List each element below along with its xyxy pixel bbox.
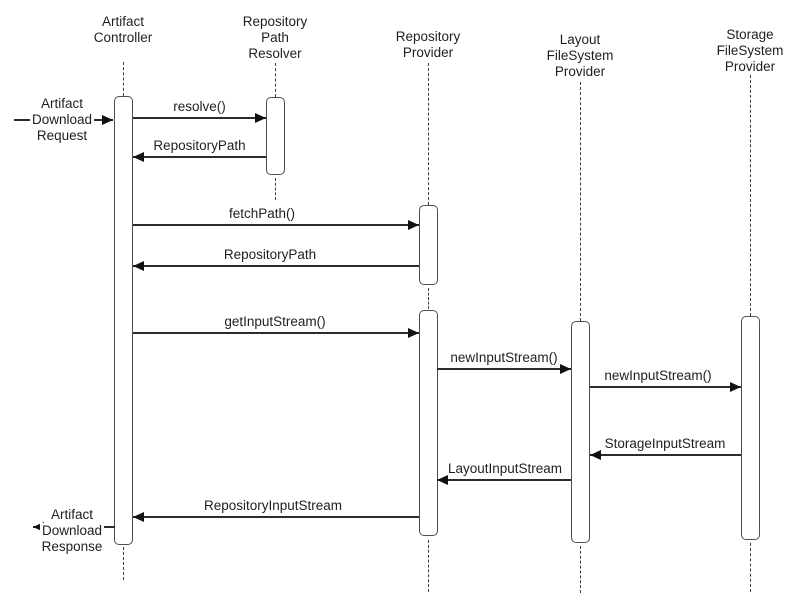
message-arrowhead <box>133 261 144 271</box>
lifeline-line <box>123 62 124 96</box>
message-arrowhead <box>102 115 113 125</box>
activation-bar <box>419 310 438 536</box>
message-arrowhead <box>408 220 419 230</box>
external-message-label-line: Artifact <box>50 507 94 522</box>
activation-bar <box>571 321 590 543</box>
message-line <box>133 265 419 267</box>
lifeline-label-line: Repository <box>242 14 308 29</box>
lifeline-label-line: Repository <box>395 29 461 44</box>
message-arrowhead <box>33 522 44 532</box>
external-message-label-line: Request <box>36 128 88 143</box>
message-arrowhead <box>560 364 571 374</box>
lifeline-label-line: Provider <box>554 64 606 79</box>
lifeline-line <box>580 546 581 593</box>
lifeline-label-line: Provider <box>724 59 776 74</box>
activation-bar <box>419 205 438 285</box>
lifeline-line <box>428 63 429 205</box>
lifeline-line <box>428 540 429 592</box>
message-label: RepositoryPath <box>223 247 317 262</box>
message-arrowhead <box>730 382 741 392</box>
message-line <box>437 479 571 481</box>
message-label: getInputStream() <box>224 314 326 329</box>
message-line <box>133 117 266 119</box>
lifeline-line <box>275 63 276 97</box>
message-line <box>133 156 266 158</box>
activation-bar <box>266 97 285 175</box>
lifeline-line <box>580 82 581 321</box>
lifeline-label-line: FileSystem <box>716 43 784 58</box>
message-line <box>590 454 741 456</box>
message-label: StorageInputStream <box>604 436 726 451</box>
lifeline-label-line: Artifact <box>101 14 144 29</box>
message-line <box>133 224 419 226</box>
external-message-label-line: Artifact <box>40 96 84 111</box>
message-arrowhead <box>133 152 144 162</box>
message-label: newInputStream() <box>604 368 712 383</box>
lifeline-label-line: Resolver <box>248 46 302 61</box>
message-line <box>590 386 741 388</box>
message-label: fetchPath() <box>228 206 296 221</box>
lifeline-label-line: Layout <box>559 32 601 47</box>
message-label: RepositoryInputStream <box>203 498 343 513</box>
lifeline-line <box>275 178 276 200</box>
message-label: RepositoryPath <box>153 138 246 153</box>
message-line <box>437 368 571 370</box>
lifeline-label-line: Provider <box>402 45 454 60</box>
lifeline-label-line: Controller <box>93 30 153 45</box>
activation-bar <box>741 316 760 540</box>
lifeline-line <box>428 288 429 309</box>
activation-bar <box>114 96 133 545</box>
message-label: newInputStream() <box>450 350 558 365</box>
message-label: LayoutInputStream <box>447 461 563 476</box>
lifeline-line <box>750 75 751 316</box>
message-arrowhead <box>255 113 266 123</box>
message-label: resolve() <box>173 99 226 114</box>
message-arrowhead <box>408 328 419 338</box>
message-arrowhead <box>437 475 448 485</box>
lifeline-line <box>750 543 751 592</box>
external-message-label-line: Response <box>41 539 103 554</box>
message-line <box>133 332 419 334</box>
external-message-label-line: Download <box>39 523 105 538</box>
lifeline-line <box>123 547 124 580</box>
message-arrowhead <box>133 512 144 522</box>
external-message-label-line: Download <box>29 112 95 127</box>
message-line <box>133 516 419 518</box>
lifeline-label-line: Storage <box>726 27 774 42</box>
message-arrowhead <box>590 450 601 460</box>
lifeline-label-line: Path <box>261 30 289 45</box>
lifeline-label-line: FileSystem <box>546 48 614 63</box>
